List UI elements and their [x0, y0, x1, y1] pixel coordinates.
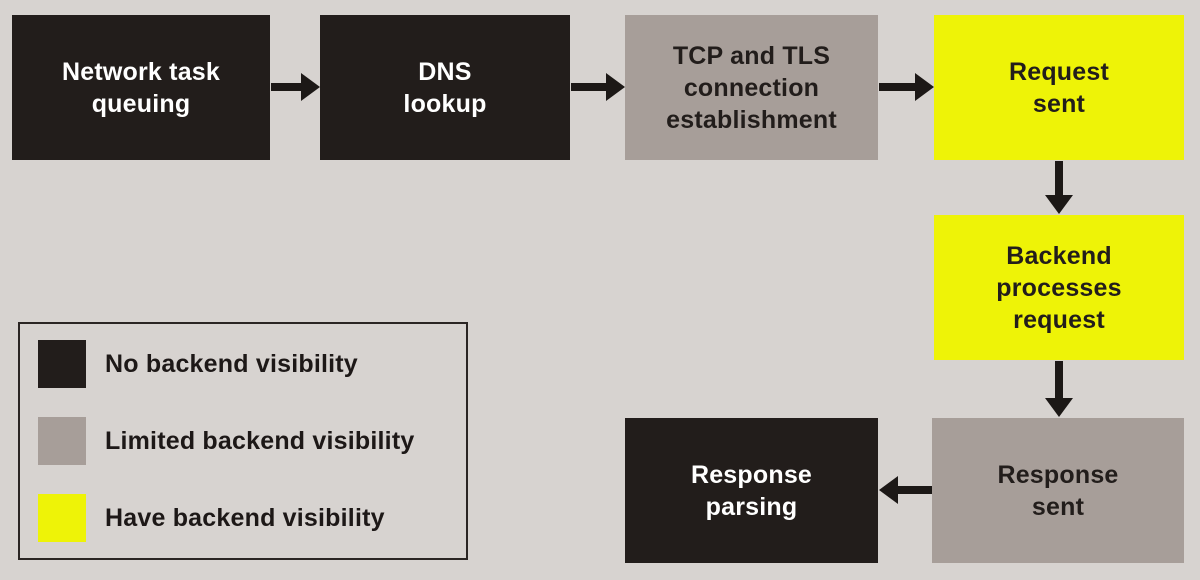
flow-box-network-task-queuing: Network task queuing — [12, 15, 270, 160]
flow-box-dns-lookup: DNS lookup — [320, 15, 570, 160]
arrow-right-icon — [271, 73, 320, 101]
arrow-shaft — [571, 83, 609, 91]
legend-label: Have backend visibility — [105, 503, 385, 532]
arrow-down-icon — [1045, 361, 1073, 417]
arrow-head — [1045, 398, 1073, 417]
legend-label: Limited backend visibility — [105, 426, 415, 455]
arrow-head — [301, 73, 320, 101]
legend-item-limited-visibility: Limited backend visibility — [38, 417, 466, 465]
yellow-swatch-icon — [38, 494, 86, 542]
arrow-head — [606, 73, 625, 101]
legend: No backend visibility Limited backend vi… — [18, 322, 468, 560]
flow-box-response-parsing: Response parsing — [625, 418, 878, 563]
arrow-right-icon — [879, 73, 934, 101]
arrow-head — [915, 73, 934, 101]
arrow-right-icon — [571, 73, 625, 101]
arrow-shaft — [1055, 361, 1063, 401]
black-swatch-icon — [38, 340, 86, 388]
arrow-shaft — [879, 83, 918, 91]
arrow-left-icon — [879, 476, 932, 504]
legend-label: No backend visibility — [105, 349, 358, 378]
legend-item-have-visibility: Have backend visibility — [38, 494, 466, 542]
arrow-shaft — [271, 83, 304, 91]
arrow-head — [879, 476, 898, 504]
legend-item-no-visibility: No backend visibility — [38, 340, 466, 388]
flow-box-label: Backend processes request — [996, 241, 1122, 334]
arrow-shaft — [1055, 161, 1063, 198]
flow-box-label: Request sent — [1008, 57, 1110, 118]
arrow-head — [1045, 195, 1073, 214]
flow-box-tcp-tls-connection: TCP and TLS connection establishment — [625, 15, 878, 160]
flow-box-label: DNS lookup — [403, 57, 487, 118]
flow-box-request-sent: Request sent — [934, 15, 1184, 160]
flow-box-backend-processes-request: Backend processes request — [934, 215, 1184, 360]
gray-swatch-icon — [38, 417, 86, 465]
flow-box-response-sent: Response sent — [932, 418, 1184, 563]
flow-box-label: Response sent — [997, 460, 1119, 521]
arrow-shaft — [895, 486, 932, 494]
flow-box-label: Response parsing — [690, 460, 813, 521]
flow-box-label: Network task queuing — [61, 57, 220, 118]
arrow-down-icon — [1045, 161, 1073, 214]
flow-box-label: TCP and TLS connection establishment — [666, 41, 837, 134]
